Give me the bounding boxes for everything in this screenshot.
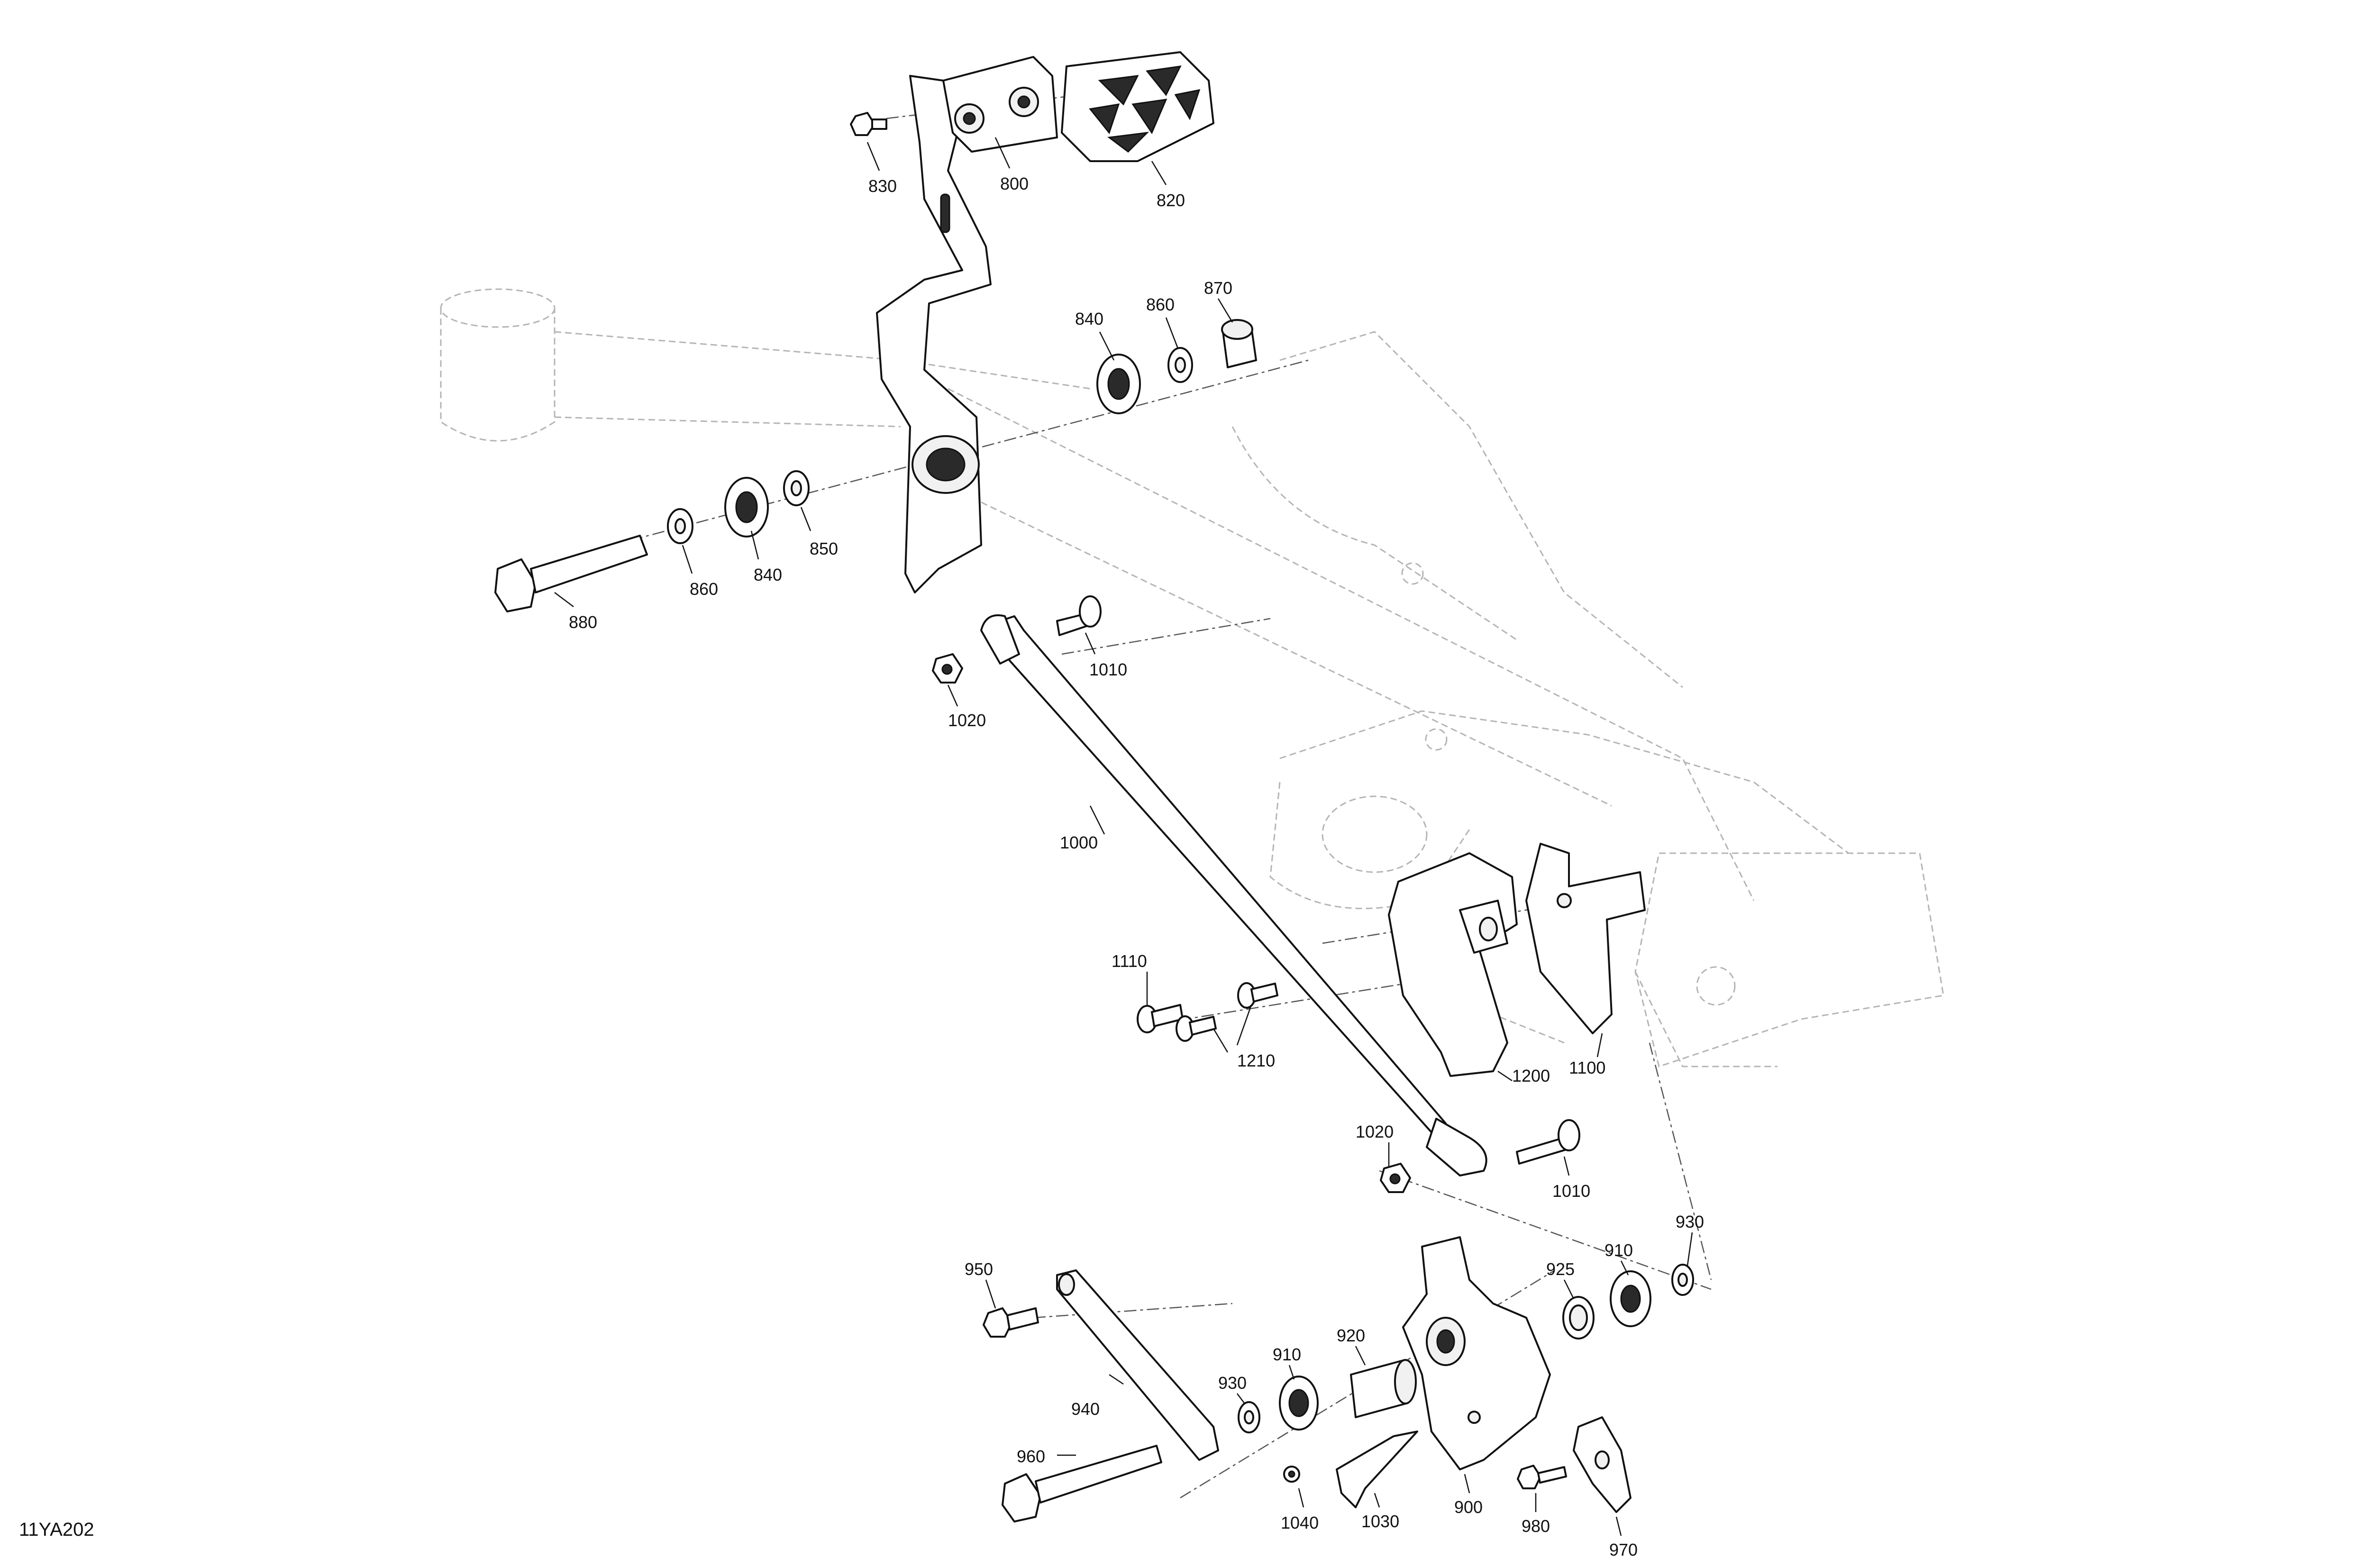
leader-lines [554,137,1693,1536]
callout-930-upper: 930 [1676,1212,1704,1231]
pedal-bracket-800 [942,56,1058,153]
washer-925 [1562,1296,1595,1340]
callout-910-lower: 910 [1273,1345,1301,1364]
pivot-bolt-880 [494,535,648,612]
bearing-910-upper [1610,1270,1651,1327]
plate-1100 [1525,843,1646,1034]
callout-860-lower: 860 [690,579,718,599]
callout-960: 960 [1017,1447,1045,1466]
bolt-980 [1517,1465,1567,1489]
washer-930-lower [1238,1401,1260,1433]
callout-1000: 1000 [1060,833,1098,852]
bearing-840-upper [1096,354,1141,414]
callout-830: 830 [868,176,897,196]
callout-900: 900 [1454,1497,1483,1517]
callout-1200: 1200 [1512,1066,1550,1085]
callout-940: 940 [1071,1399,1100,1419]
callout-930-lower: 930 [1218,1373,1247,1393]
callout-970: 970 [1609,1540,1638,1559]
bracket-970 [1573,1416,1632,1513]
washer-850 [783,470,810,506]
callout-950: 950 [965,1259,993,1279]
cover-1200 [1388,852,1518,1077]
washer-860-lower [667,508,693,544]
callout-840-upper: 840 [1075,309,1103,328]
bearing-910-lower [1279,1376,1319,1431]
callout-1010-lower: 1010 [1552,1181,1590,1201]
callout-1020-lower: 1020 [1356,1122,1394,1141]
pin-1010-lower [1516,1119,1580,1165]
callout-800: 800 [1000,174,1029,193]
callout-1040: 1040 [1281,1513,1319,1532]
link-940 [1056,1269,1219,1461]
nut-1020-lower [1380,1163,1411,1193]
pin-1010-upper [1056,595,1102,636]
callout-880: 880 [569,612,597,632]
clip-1030 [1336,1431,1418,1508]
callout-labels: 830 800 820 840 860 870 860 840 850 880 … [569,174,1704,1559]
document-code: 11YA202 [19,1519,94,1540]
bolt-960 [1002,1445,1162,1522]
callout-1020-upper: 1020 [948,711,986,730]
callout-1110: 1110 [1112,951,1147,971]
callout-860-upper: 860 [1146,295,1175,314]
callout-870: 870 [1204,278,1232,298]
lever-900 [1402,1236,1551,1470]
callout-925: 925 [1546,1259,1575,1279]
callout-1030: 1030 [1361,1512,1399,1531]
pedal-pad-820 [1061,51,1214,162]
bolt-950 [983,1307,1039,1338]
nut-1040 [1283,1466,1300,1483]
bolt-830 [850,112,887,136]
callout-910-upper: 910 [1604,1240,1633,1260]
bushing-870 [1221,319,1257,368]
callout-1100: 1100 [1569,1058,1605,1077]
washer-860-upper [1167,347,1193,383]
callout-920: 920 [1337,1326,1365,1345]
callout-820: 820 [1157,191,1185,210]
bolt-1110 [1137,1004,1184,1033]
bearing-840-lower [724,477,769,538]
brake-pedal-arm [876,75,992,593]
callout-850: 850 [810,539,838,558]
ghost-frame [440,288,1944,1067]
callout-980: 980 [1522,1516,1550,1536]
nut-1020-upper [932,653,963,684]
callout-1210: 1210 [1237,1051,1275,1070]
washer-930-upper [1671,1264,1694,1296]
bolts-1210 [1176,982,1278,1042]
linkage-rod-1000 [980,614,1487,1176]
spacer-920 [1350,1359,1417,1418]
callout-1010-upper: 1010 [1089,660,1127,679]
callout-840-lower: 840 [754,565,782,584]
